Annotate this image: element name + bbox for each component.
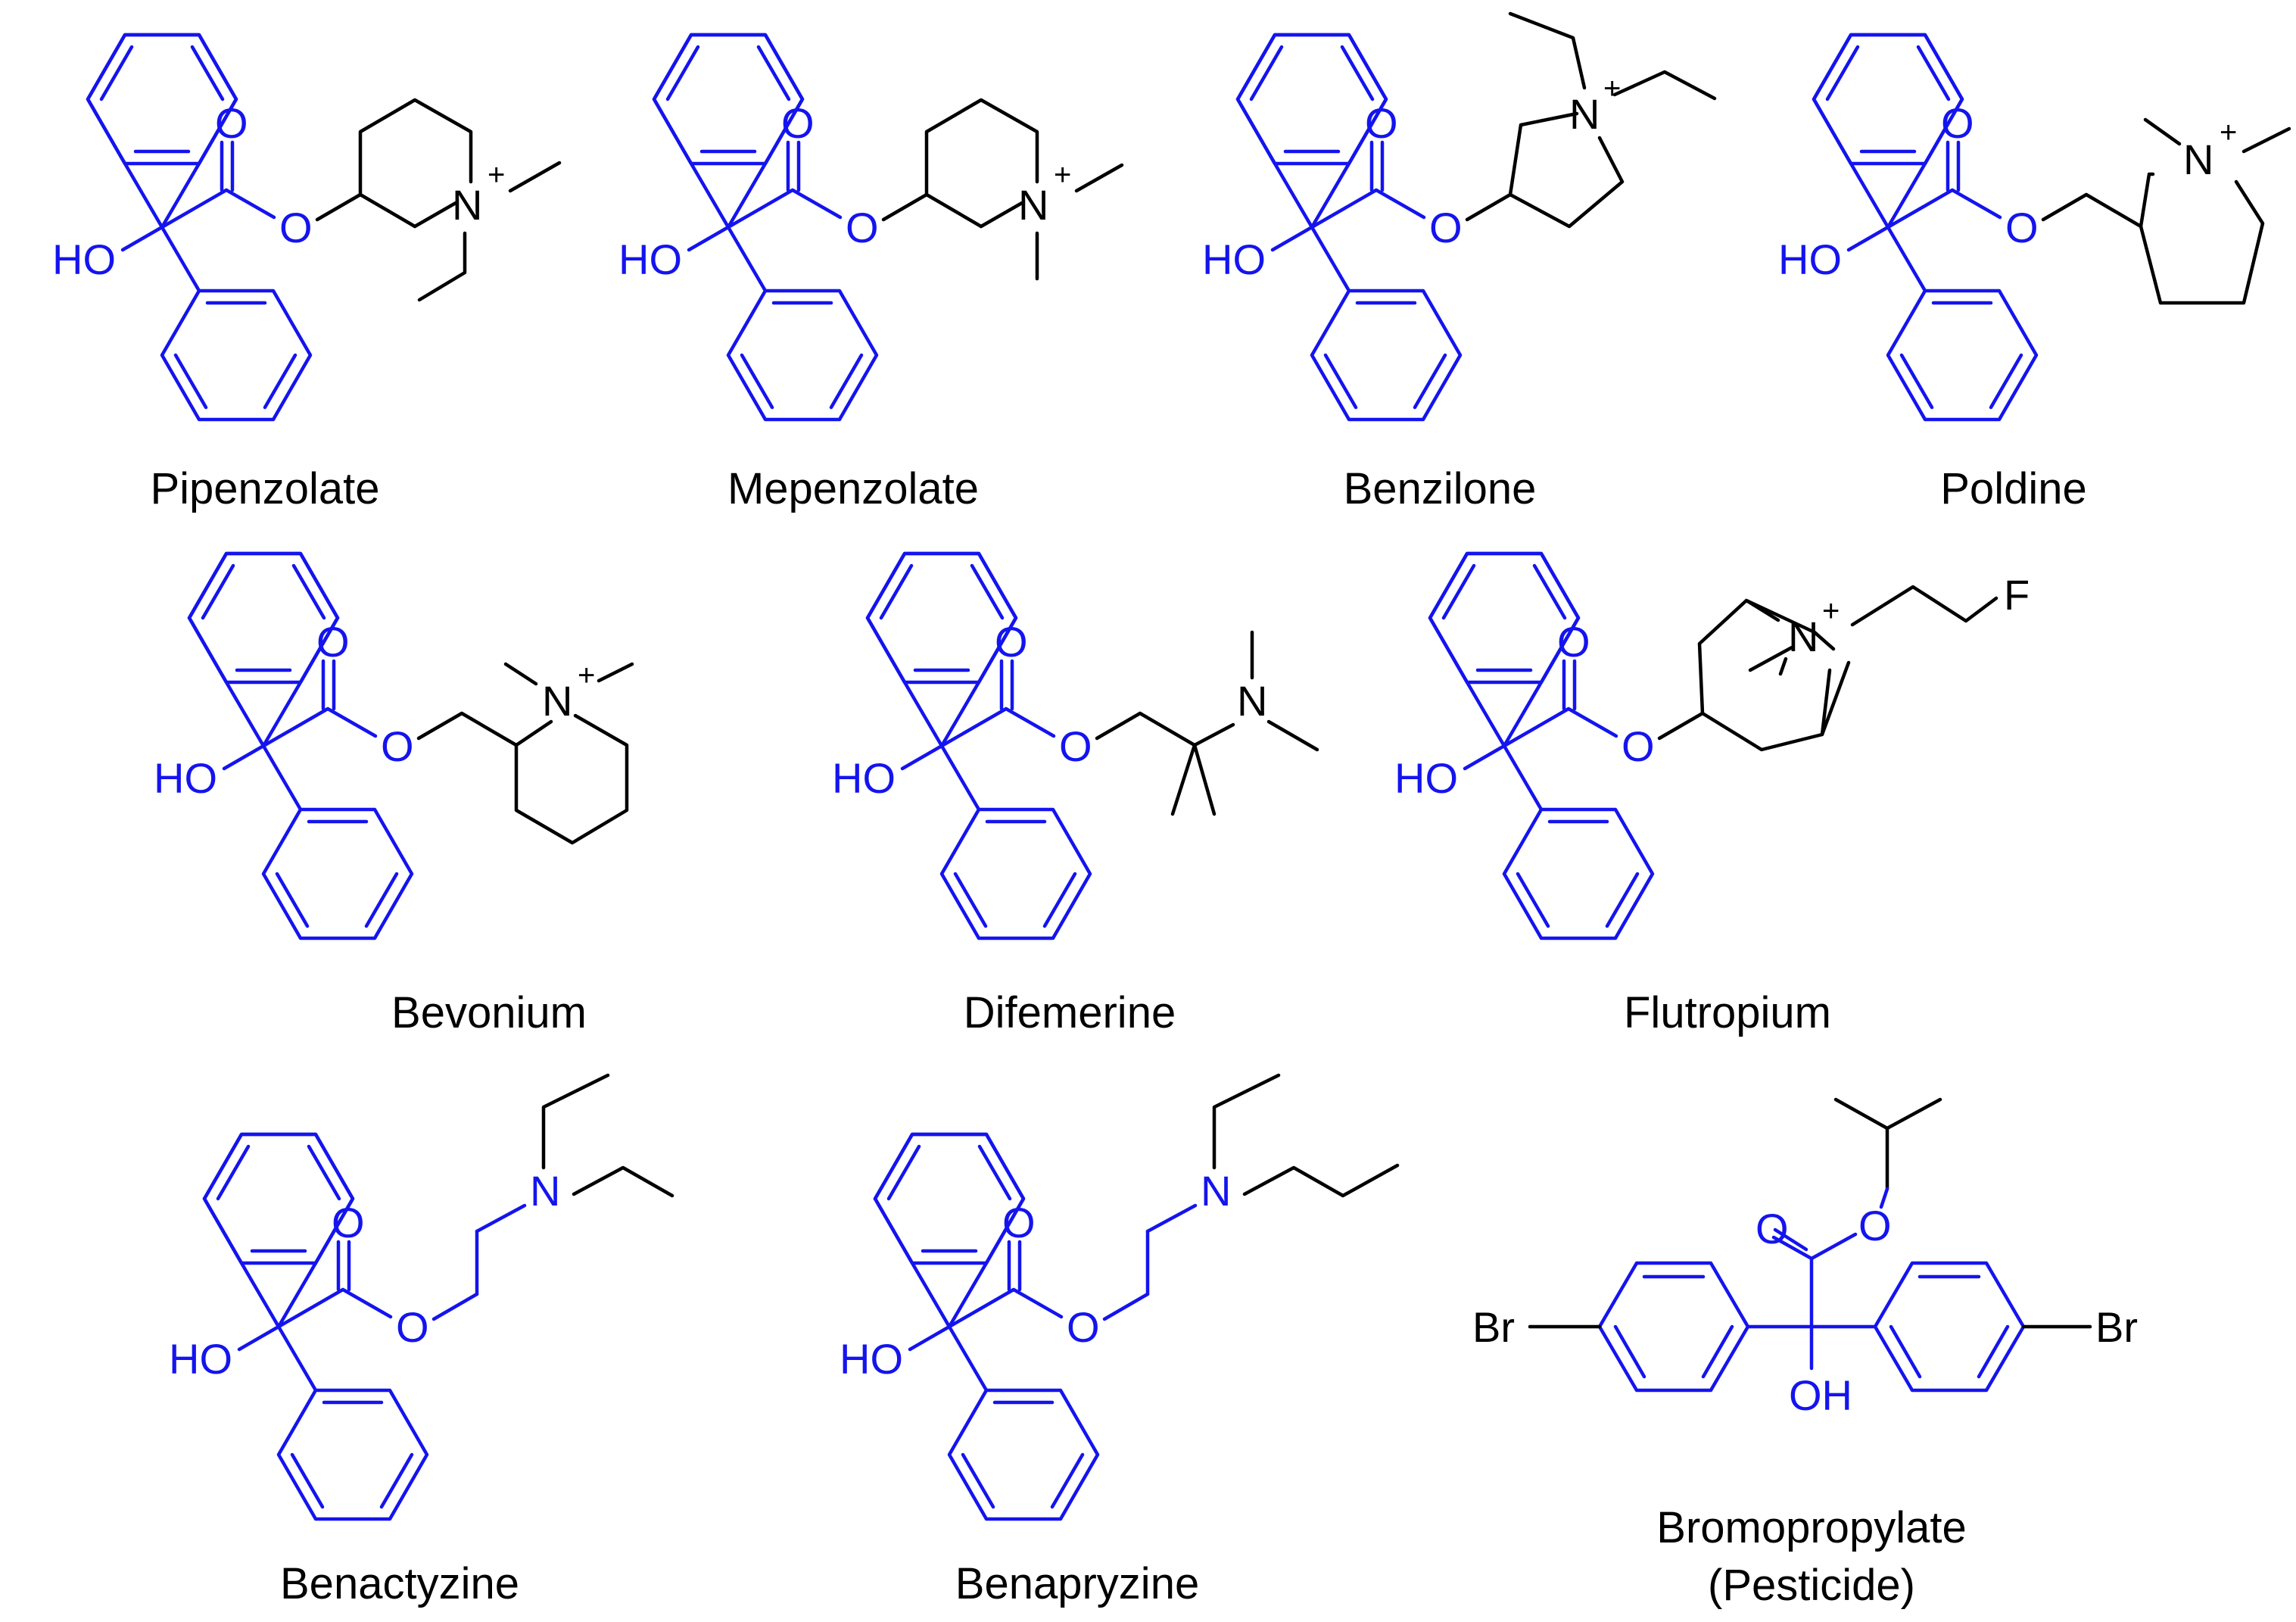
hydroxyl-label: HO xyxy=(1394,754,1458,802)
compound-name-flutropium: Flutropium xyxy=(1624,988,1831,1037)
nitrogen-label: N xyxy=(542,677,572,725)
charge-label: + xyxy=(578,659,595,692)
nitrogen-label: N xyxy=(452,181,482,229)
charge-label: + xyxy=(488,158,505,192)
ester-oxygen-label: O xyxy=(1067,1303,1100,1351)
compound-name-pipenzolate: Pipenzolate xyxy=(150,464,379,513)
nitrogen-label: N xyxy=(530,1167,560,1215)
compound-name-benapryzine: Benapryzine xyxy=(955,1559,1199,1608)
structure-benzilone: HO O O N + xyxy=(1202,11,1717,420)
structure-bromopropylate: O O OH Br Br xyxy=(1472,1097,2138,1419)
carbonyl-oxygen-label: O xyxy=(332,1199,365,1246)
structure-flutropium: HO O O N + F xyxy=(1394,554,2030,938)
compound-name-poldine: Poldine xyxy=(1940,464,2086,513)
charge-label: + xyxy=(1054,158,1071,192)
structure-benapryzine: HO O O N xyxy=(840,1073,1400,1519)
hydroxyl-label: HO xyxy=(840,1335,903,1383)
charge-label: + xyxy=(1603,72,1621,105)
ester-oxygen-label: O xyxy=(1622,722,1655,770)
ester-oxygen-label: O xyxy=(846,204,879,251)
carbonyl-oxygen-label: O xyxy=(1941,99,1974,147)
hydroxyl-label: HO xyxy=(1202,236,1266,283)
carbonyl-oxygen-label: O xyxy=(1557,618,1590,666)
ester-oxygen-label: O xyxy=(2005,204,2039,251)
compound-name-mepenzolate: Mepenzolate xyxy=(727,464,979,513)
hydroxyl-label: HO xyxy=(154,754,217,802)
carbonyl-oxygen-label: O xyxy=(781,99,815,147)
compound-name-difemerine: Difemerine xyxy=(964,988,1176,1037)
carbonyl-oxygen-label: O xyxy=(995,618,1028,666)
structure-bevonium: HO O O N + xyxy=(154,554,634,938)
carbonyl-oxygen-label: O xyxy=(1755,1205,1789,1252)
structure-benactyzine: HO O O N xyxy=(169,1073,674,1519)
structure-difemerine: HO O O N xyxy=(832,554,1319,938)
structure-poldine: HO O O N + xyxy=(1778,35,2291,420)
hydroxyl-label: HO xyxy=(1778,236,1842,283)
ester-oxygen-label: O xyxy=(1429,204,1463,251)
carbonyl-oxygen-label: O xyxy=(1365,99,1398,147)
nitrogen-label: N xyxy=(1201,1167,1231,1215)
compound-note-pesticide: (Pesticide) xyxy=(1708,1561,1915,1610)
nitrogen-label: N xyxy=(1237,677,1267,725)
nitrogen-label: N xyxy=(1569,90,1600,138)
bromine-left-label: Br xyxy=(1472,1303,1515,1351)
ester-oxygen-label: O xyxy=(279,204,313,251)
compound-name-bevonium: Bevonium xyxy=(391,988,587,1037)
bromine-right-label: Br xyxy=(2095,1303,2138,1351)
ester-oxygen-label: O xyxy=(1059,722,1092,770)
compound-name-benzilone: Benzilone xyxy=(1344,464,1537,513)
structure-pipenzolate: HO O O N + xyxy=(52,35,562,420)
hydroxyl-label: HO xyxy=(832,754,896,802)
nitrogen-label: N xyxy=(2183,136,2213,183)
carbonyl-oxygen-label: O xyxy=(316,618,350,666)
nitrogen-label: N xyxy=(1018,181,1048,229)
compound-name-bromopropylate: Bromopropylate xyxy=(1656,1503,1966,1552)
carbonyl-oxygen-label: O xyxy=(215,99,248,147)
hydroxyl-label: HO xyxy=(52,236,116,283)
ester-oxygen-label: O xyxy=(381,722,414,770)
ester-oxygen-label: O xyxy=(1858,1202,1892,1249)
nitrogen-label: N xyxy=(1788,613,1818,660)
ester-oxygen-label: O xyxy=(396,1303,429,1351)
fluorine-label: F xyxy=(2004,571,2030,619)
carbonyl-oxygen-label: O xyxy=(1002,1199,1036,1246)
charge-label: + xyxy=(1822,594,1840,628)
structure-mepenzolate: HO O O N + xyxy=(618,35,1124,420)
hydroxyl-label: OH xyxy=(1789,1371,1852,1419)
hydroxyl-label: HO xyxy=(169,1335,232,1383)
compound-name-benactyzine: Benactyzine xyxy=(280,1559,519,1608)
hydroxyl-label: HO xyxy=(618,236,682,283)
charge-label: + xyxy=(2220,116,2237,149)
